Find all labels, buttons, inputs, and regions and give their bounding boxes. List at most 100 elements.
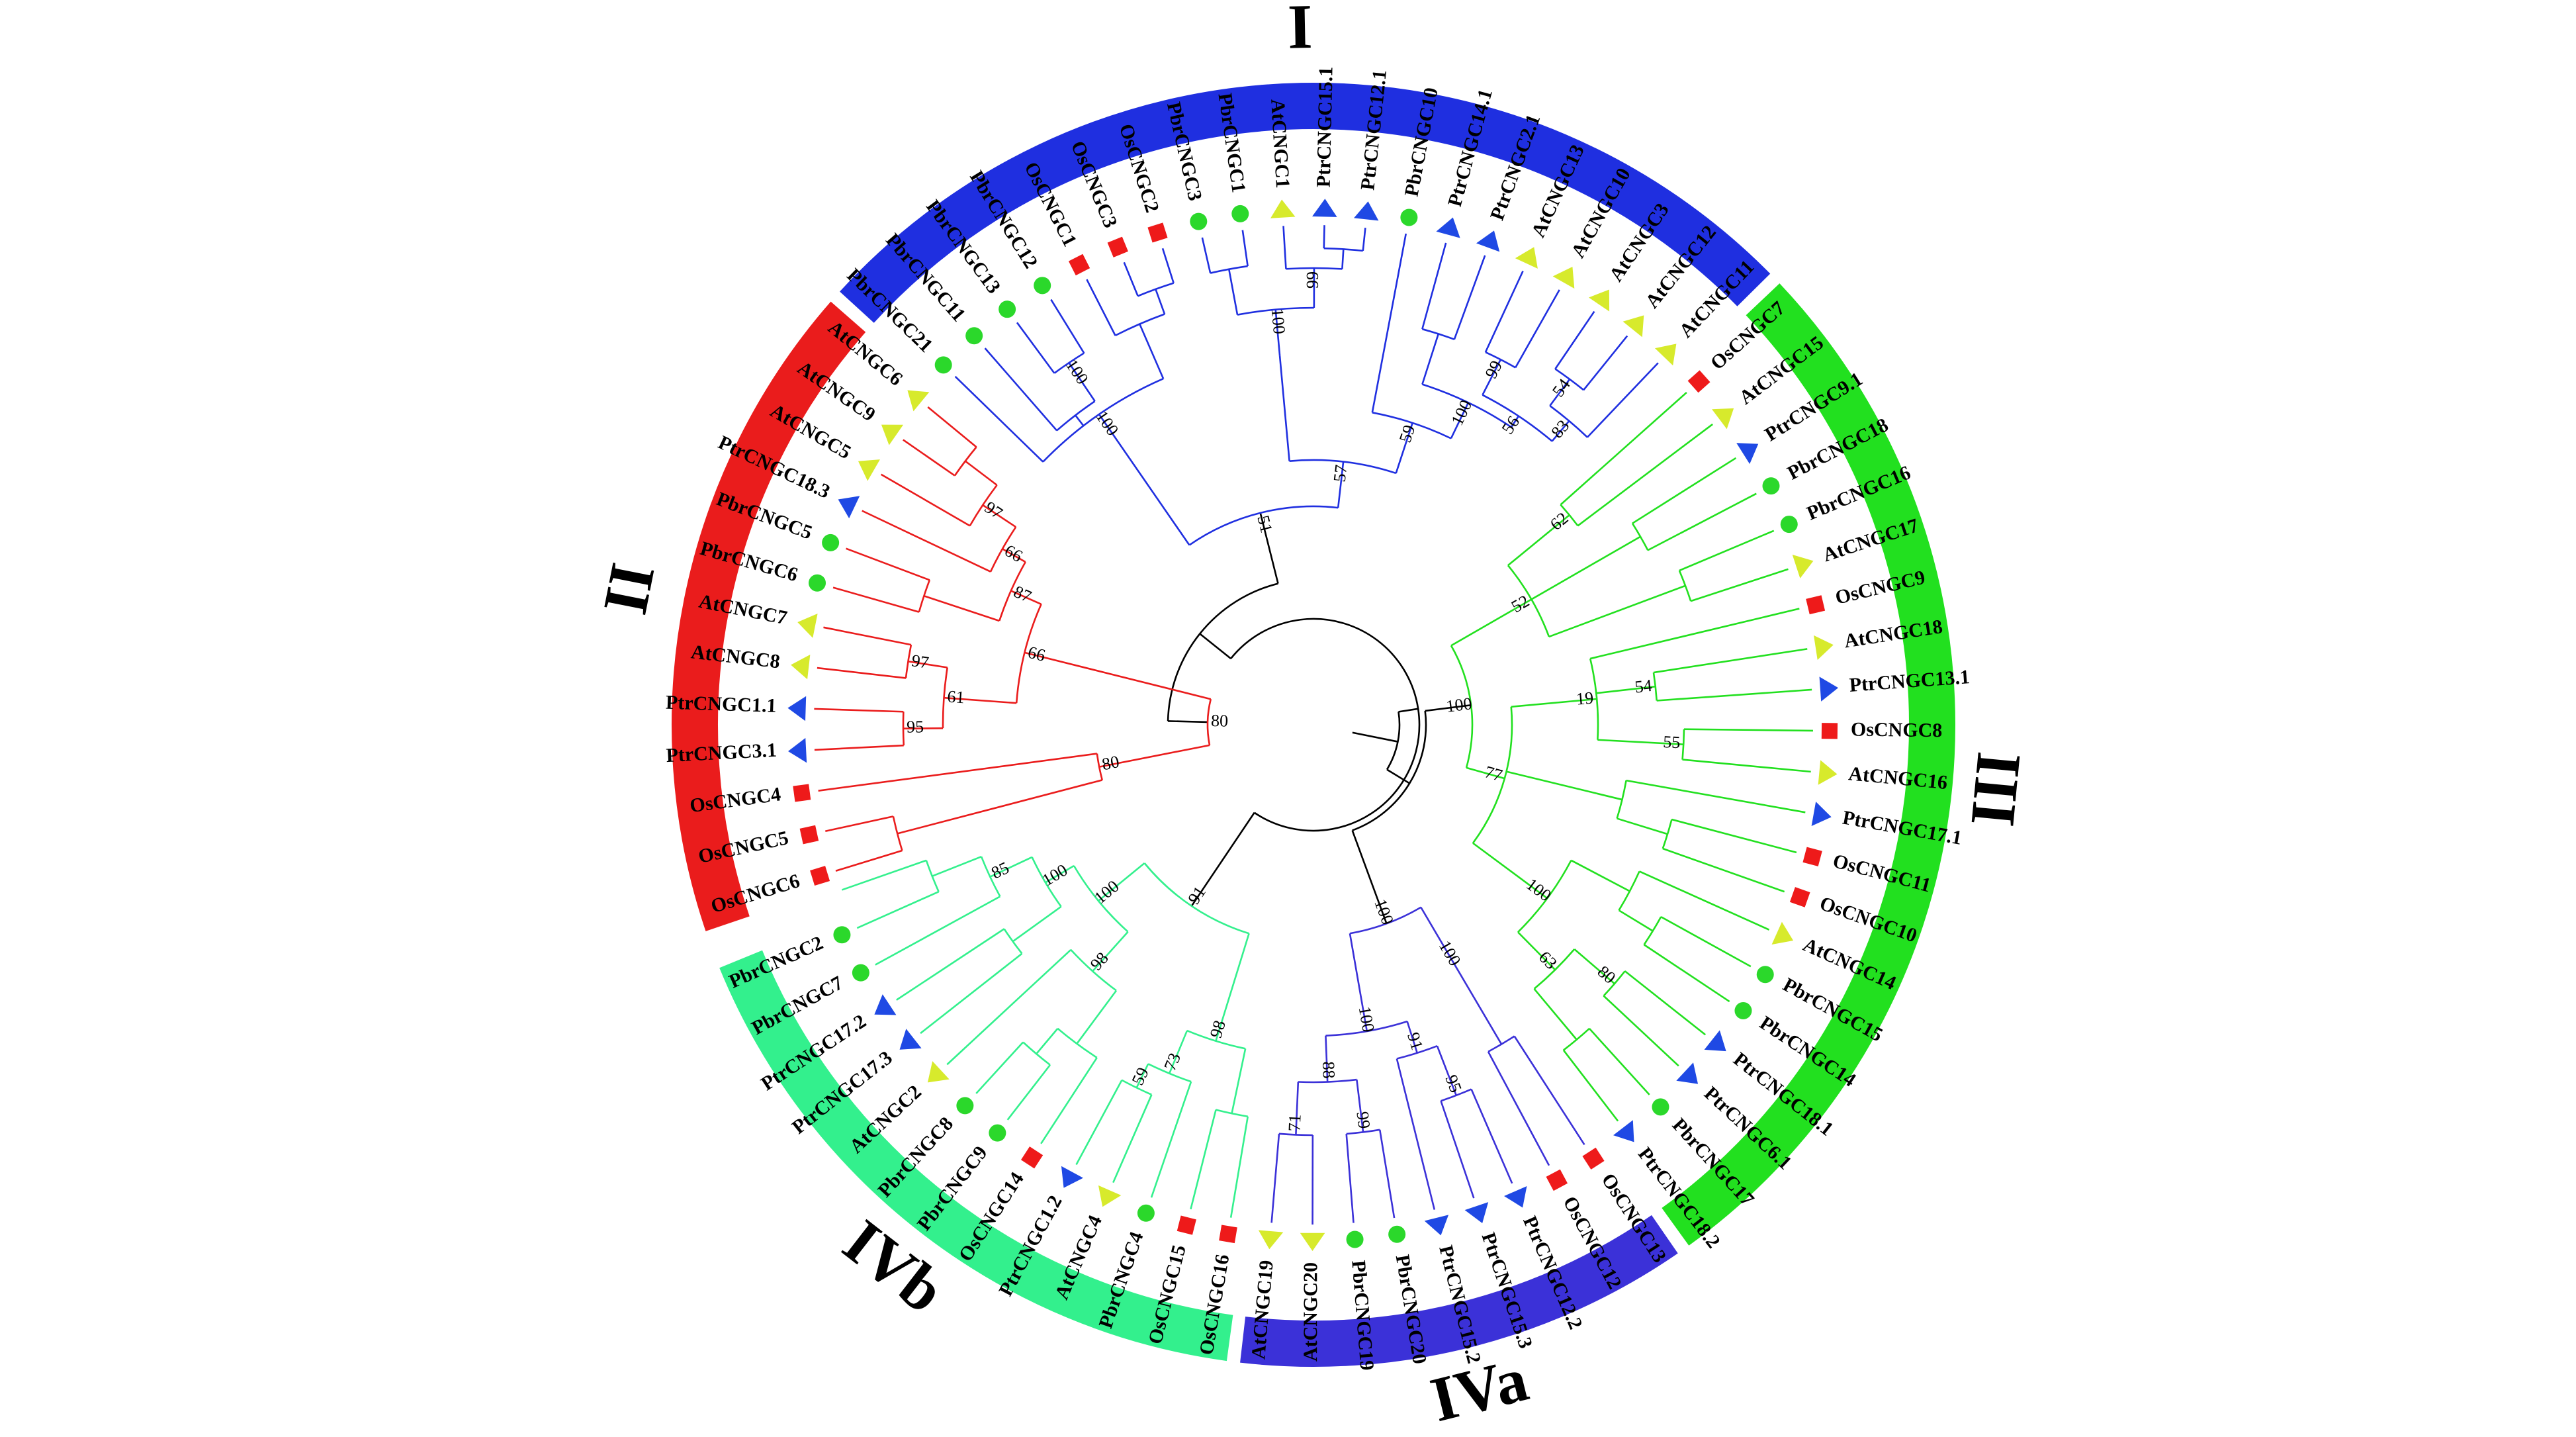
branch-line-191: [1190, 1109, 1217, 1210]
backbone-line-3: [1199, 633, 1231, 659]
branch-arc-50: [1042, 377, 1164, 463]
branch-line-13: [1098, 744, 1210, 768]
backbone-line-11: [1425, 704, 1472, 712]
branch-line-162: [1453, 964, 1503, 1045]
bootstrap-value: 100: [1268, 308, 1289, 335]
branch-line-58: [1050, 299, 1085, 354]
branch-line-20: [1024, 651, 1212, 700]
branch-line-30: [817, 667, 907, 679]
branch-line-190: [1229, 1116, 1249, 1218]
marker-pbrcngc4: [1137, 1204, 1155, 1222]
branch-line-172: [1470, 1089, 1513, 1184]
marker-ptrcngc15-3: [1464, 1202, 1489, 1223]
branch-line-85: [1371, 233, 1407, 413]
branch-line-168: [1406, 1021, 1418, 1054]
leaf-label-ptrcngc15-1: PtrCNGC15.1: [1313, 66, 1337, 187]
branch-line-127: [1653, 648, 1808, 674]
branch-arc-137: [1662, 819, 1673, 849]
group-arcs: [672, 83, 1955, 1367]
marker-oscngc7: [1687, 370, 1710, 393]
branch-line-223: [841, 859, 927, 891]
branch-arc-33: [999, 561, 1026, 622]
marker-oscngc4: [793, 784, 811, 802]
branch-line-149: [1517, 931, 1556, 971]
backbone-arc-9: [1352, 710, 1427, 831]
marker-atcngc3: [1589, 289, 1610, 312]
marker-pbrcngc21: [934, 356, 952, 374]
bootstrap-value: 77: [1483, 762, 1505, 785]
marker-ptrcngc2-1: [1476, 230, 1500, 252]
branch-line-54: [984, 348, 1058, 432]
branch-arc-45: [954, 446, 977, 477]
branch-line-114: [1632, 457, 1737, 524]
branch-line-179: [1378, 1129, 1396, 1219]
branch-arc-35: [918, 579, 931, 613]
marker-atcngc5: [858, 459, 880, 481]
branch-line-72: [1227, 269, 1239, 315]
branch-line-165: [1487, 1051, 1550, 1166]
marker-atcngc16: [1818, 760, 1838, 785]
marker-pbrcngc9: [989, 1124, 1006, 1142]
branch-arc-163: [1488, 1035, 1515, 1052]
branch-line-145: [1618, 909, 1654, 932]
marker-atcngc14: [1771, 921, 1794, 945]
branch-line-18: [825, 815, 894, 833]
branch-line-91: [1453, 255, 1486, 340]
branch-line-216: [896, 928, 1005, 1001]
branch-line-153: [1624, 970, 1707, 1036]
branch-line-158: [1562, 1049, 1619, 1122]
bootstrap-value: 54: [1634, 676, 1653, 697]
marker-ptrcngc12-1: [1354, 201, 1379, 221]
marker-ptrcngc3-1: [788, 737, 807, 763]
branch-line-81: [1323, 225, 1325, 249]
marker-ptrcngc18-3: [838, 496, 860, 519]
branch-line-184: [1270, 1133, 1280, 1223]
branch-line-222: [856, 890, 940, 929]
branch-line-142: [1570, 859, 1630, 892]
branch-arc-200: [1073, 865, 1129, 933]
branch-arc-185: [1143, 862, 1249, 935]
branch-line-166: [1349, 933, 1368, 1032]
branch-line-43: [880, 473, 971, 527]
bootstrap-value: 80: [1100, 752, 1121, 774]
marker-atcngc2: [927, 1061, 950, 1083]
branch-line-52: [1075, 414, 1085, 427]
marker-oscngc5: [799, 825, 819, 845]
branch-arc-63: [1137, 282, 1175, 297]
branch-arc-77: [1286, 267, 1343, 270]
marker-ptrcngc17-1: [1811, 802, 1832, 827]
group-arc-i: [840, 83, 1771, 323]
marker-pbrcngc16: [1780, 516, 1798, 533]
marker-pbrcngc6: [809, 574, 826, 592]
marker-atcngc18: [1814, 635, 1834, 660]
marker-oscngc9: [1806, 595, 1826, 615]
branch-line-61: [1086, 279, 1116, 336]
branch-arc-39: [989, 526, 1017, 573]
group-label-iii: III: [1956, 749, 2033, 829]
bootstrap-value: 99: [1303, 271, 1322, 289]
marker-atcngc1: [1270, 199, 1296, 218]
branch-arc-121: [1472, 706, 1513, 844]
branch-line-34: [923, 595, 1000, 622]
leaf-label-ptrcngc1-1: PtrCNGC1.1: [666, 692, 777, 717]
marker-atcngc20: [1300, 1232, 1325, 1251]
bootstrap-value: 95: [1441, 1072, 1465, 1095]
marker-ptrcngc6-1: [1676, 1062, 1699, 1084]
branch-line-22: [944, 696, 1017, 704]
marker-atcngc17: [1792, 555, 1814, 579]
branch-line-92: [1510, 415, 1520, 428]
bootstrap-value: 91: [1403, 1030, 1427, 1052]
branch-line-131: [1683, 728, 1813, 732]
marker-ptrcngc15-2: [1424, 1215, 1449, 1236]
bootstrap-value: 97: [910, 651, 930, 672]
branch-line-31: [823, 626, 912, 646]
leaf-label-atcngc1: AtCNGC1: [1266, 99, 1294, 189]
branch-line-40: [862, 510, 991, 573]
marker-atcngc9: [881, 424, 904, 445]
bootstrap-value: 51: [1253, 514, 1276, 535]
marker-oscngc13: [1582, 1147, 1605, 1170]
marker-atcngc13: [1515, 247, 1538, 269]
branch-line-70: [1274, 309, 1281, 356]
